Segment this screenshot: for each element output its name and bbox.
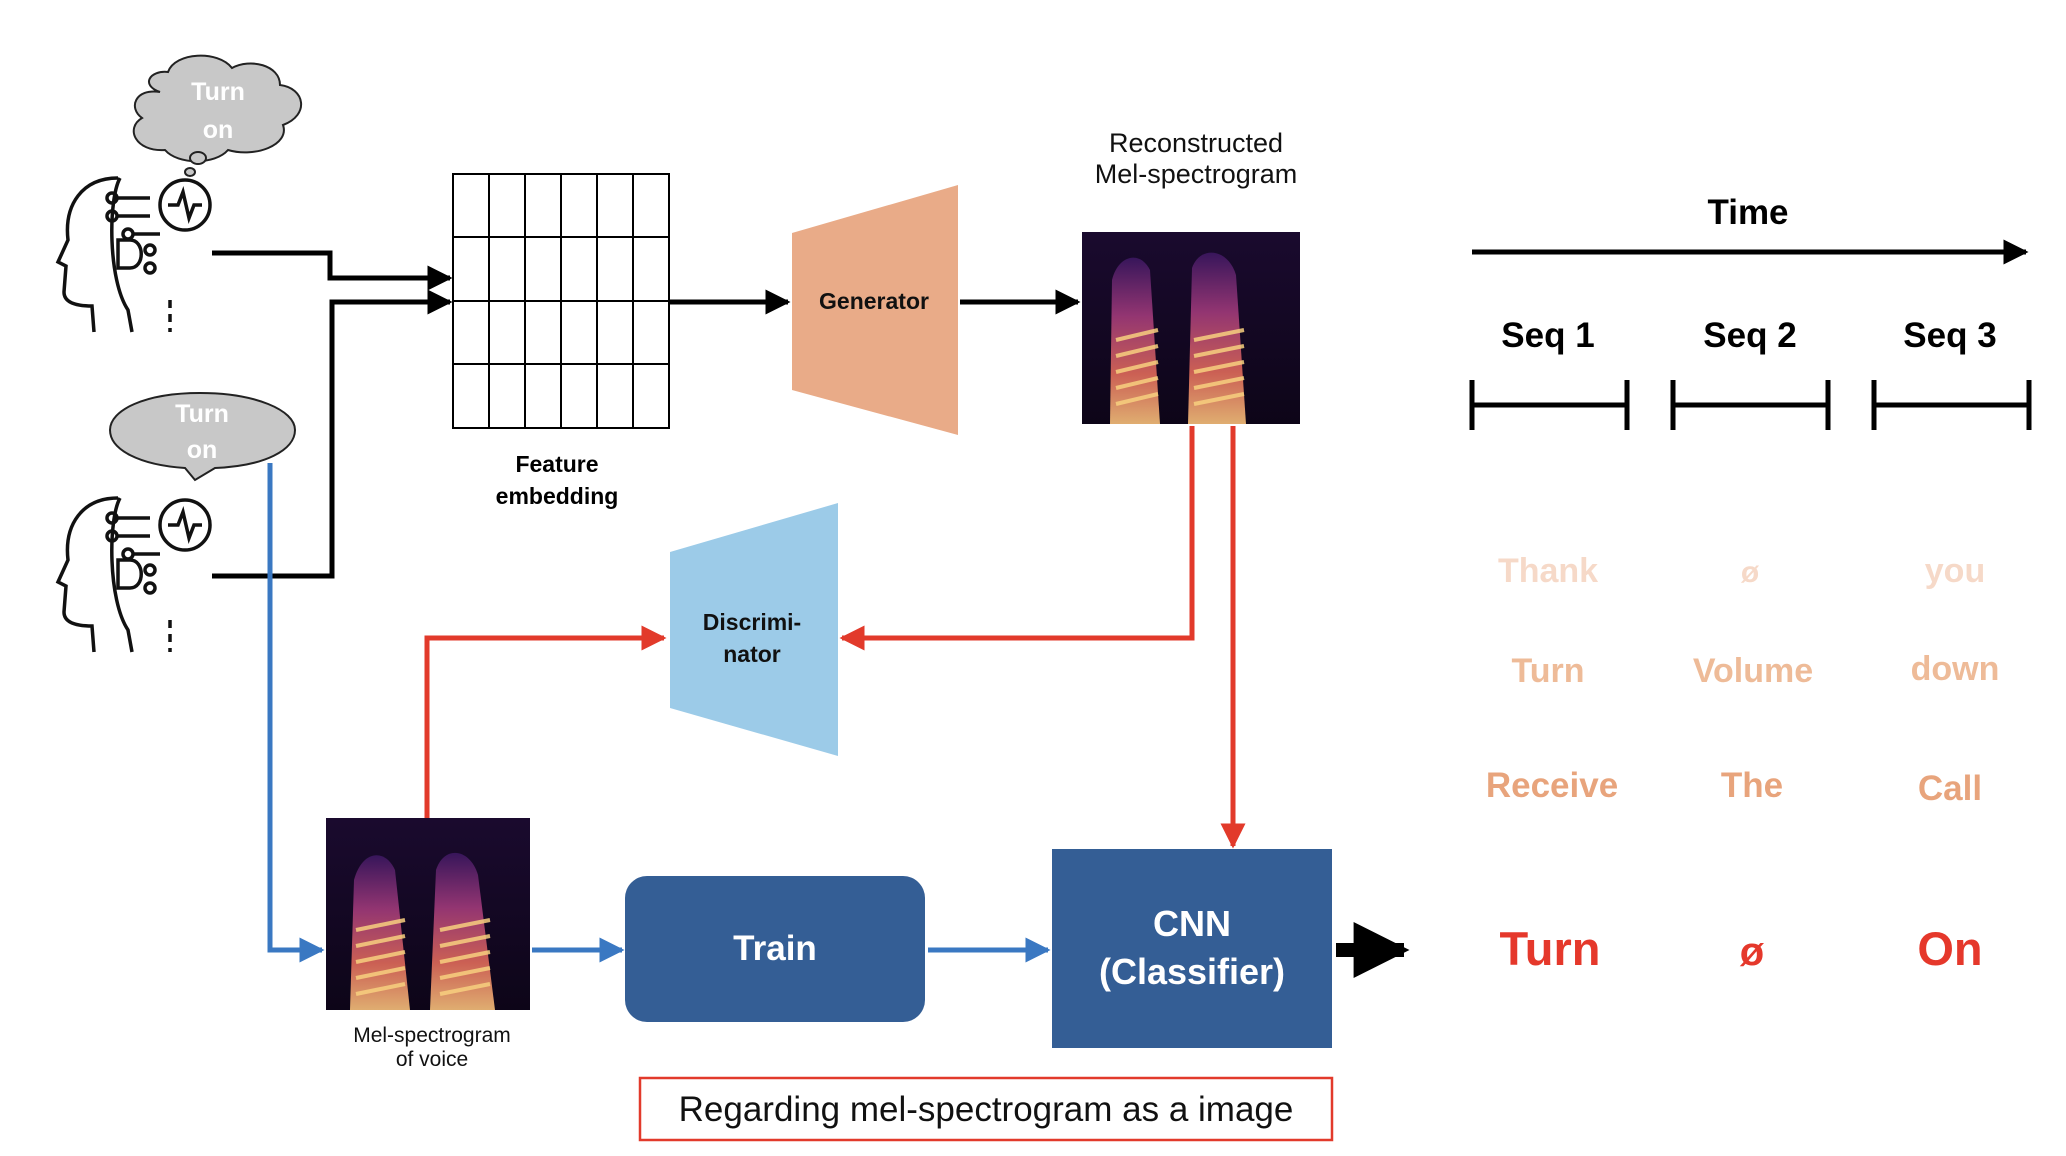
discriminator-label-2: nator (723, 641, 781, 667)
word-r1-c2: ø (1741, 556, 1760, 589)
word-r1-c1: Thank (1498, 552, 1598, 590)
cnn-label-2: (Classifier) (1099, 951, 1285, 992)
thought-bubble: Turn on (132, 54, 302, 177)
train-label: Train (733, 929, 817, 968)
speech-to-voice-mel-arrow (267, 463, 325, 963)
word-r4-c3: On (1917, 922, 1982, 975)
voice-spectrogram-image (326, 818, 530, 1010)
word-r4-c1: Turn (1500, 922, 1601, 975)
word-r2-c1: Turn (1511, 652, 1584, 690)
cnn-classifier-block (1052, 849, 1332, 1048)
speaking-person-icon (55, 496, 212, 653)
caption-box (638, 1076, 1334, 1142)
seq-3-label: Seq 3 (1903, 316, 1996, 355)
word-r3-c3: Call (1918, 769, 1982, 808)
reconstructed-label-1: Reconstructed (1109, 128, 1283, 158)
seq-3-bracket (1871, 380, 2032, 430)
discriminator-label-1: Discrimi- (703, 609, 801, 635)
speech-bubble-line2: on (187, 436, 218, 464)
reconstructed-label-2: Mel-spectrogram (1095, 159, 1298, 189)
thought-bubble-line2: on (203, 116, 234, 144)
voice-mel-label-1: Mel-spectrogram (353, 1024, 511, 1047)
feature-embedding-label-1: Feature (515, 451, 598, 477)
word-r1-c3: you (1925, 552, 1985, 590)
discriminator-block (670, 503, 838, 756)
word-r3-c2: The (1721, 766, 1783, 805)
thought-bubble-line1: Turn (191, 78, 245, 106)
word-r4-c2: ø (1740, 930, 1765, 974)
word-r2-c3: down (1911, 650, 2000, 688)
reconstructed-spectrogram-image (1082, 232, 1300, 424)
sequence-labels: Seq 1 Seq 2 Seq 3 (1501, 316, 1996, 355)
seq-2-bracket (1670, 380, 1831, 430)
train-block (625, 876, 925, 1022)
generator-block (792, 185, 958, 435)
seq-1-label: Seq 1 (1501, 316, 1594, 355)
speech-bubble: Turn on (108, 391, 297, 482)
word-rows: Thank ø you Turn Volume down Receive The… (1486, 552, 2000, 975)
reconstructed-to-discriminator-arrow (839, 426, 1195, 651)
speech-bubble-line1: Turn (175, 400, 229, 428)
generator-label: Generator (819, 288, 929, 314)
thinking-person-icon (55, 176, 212, 333)
voice-to-discriminator-arrow (424, 625, 667, 818)
feature-embedding-label-2: embedding (496, 483, 619, 509)
word-r3-c1: Receive (1486, 766, 1618, 805)
time-label: Time (1707, 193, 1788, 232)
seq-1-bracket (1469, 380, 1630, 430)
caption-text: Regarding mel-spectrogram as a image (679, 1090, 1294, 1129)
voice-mel-label-2: of voice (396, 1048, 468, 1071)
cnn-label-1: CNN (1153, 903, 1231, 944)
word-r2-c2: Volume (1693, 652, 1813, 690)
seq-2-label: Seq 2 (1703, 316, 1796, 355)
feature-embedding-grid (452, 173, 670, 429)
sequence-brackets (1469, 380, 2032, 430)
